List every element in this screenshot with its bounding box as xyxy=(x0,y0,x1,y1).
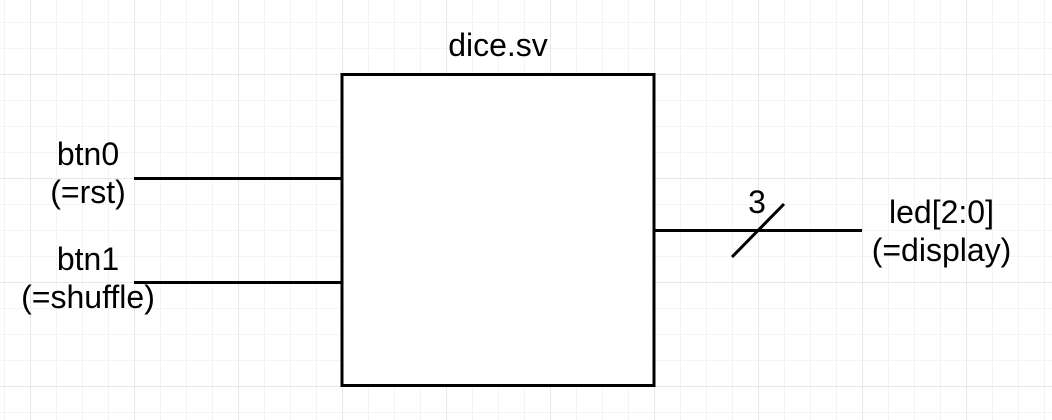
port-name: btn1 xyxy=(56,241,120,277)
input-label-btn1[interactable]: btn1 (=shuffle) xyxy=(8,240,168,316)
port-alias: (=rst) xyxy=(50,174,126,210)
port-alias: (=display) xyxy=(871,232,1012,268)
port-name: btn0 xyxy=(56,136,120,172)
input-label-btn0[interactable]: btn0 (=rst) xyxy=(8,135,168,211)
port-alias: (=shuffle) xyxy=(21,279,155,315)
module-title[interactable]: dice.sv xyxy=(448,27,548,63)
port-name: led[2:0] xyxy=(889,194,994,230)
module-box[interactable] xyxy=(340,73,656,387)
bus-width-label[interactable]: 3 xyxy=(748,184,766,220)
output-label-led[interactable]: led[2:0] (=display) xyxy=(861,193,1022,269)
bus-width-slash-icon[interactable] xyxy=(730,202,786,259)
